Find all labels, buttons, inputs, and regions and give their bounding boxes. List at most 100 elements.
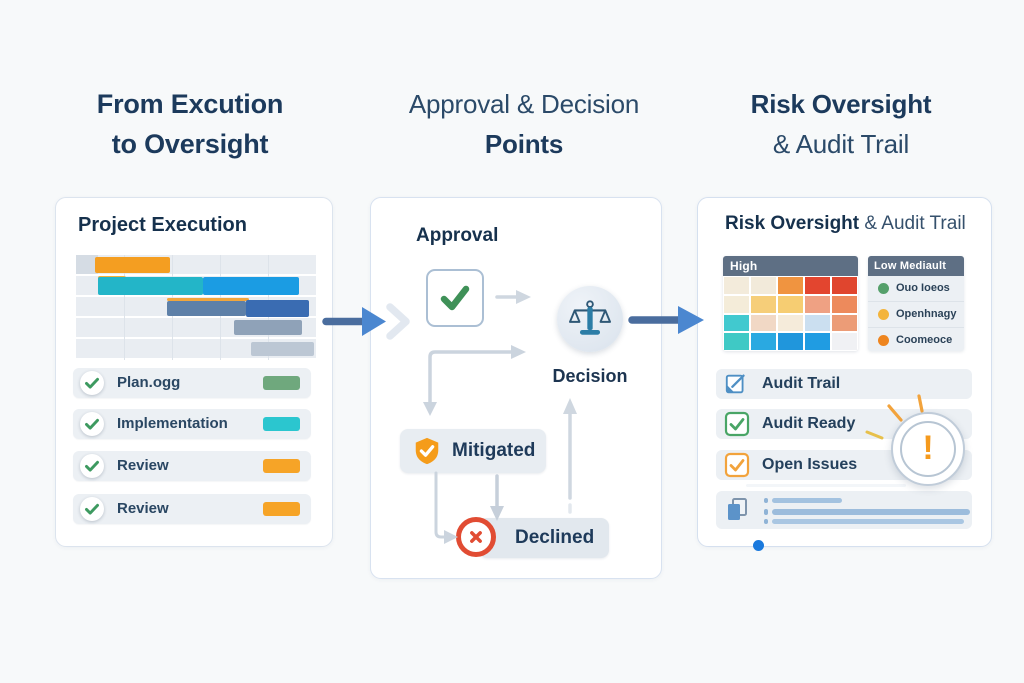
panel2-title: Approval (416, 225, 499, 246)
legend-dot (878, 283, 889, 294)
task-swatch (263, 376, 300, 390)
task-label: Implementation (117, 415, 228, 432)
heatmap-cell (805, 333, 830, 350)
heatmap-cell (778, 314, 803, 332)
check-circle-icon (80, 412, 104, 436)
heading-execution: From Excution to Oversight (55, 84, 325, 164)
check-circle-icon (80, 497, 104, 521)
shield-check-icon (412, 436, 442, 466)
audit-item-label: Audit Ready (762, 415, 856, 432)
legend-row: Openhnagy (868, 302, 964, 328)
gantt-bar (251, 341, 314, 356)
heatmap-cell (724, 314, 749, 332)
gantt-bar (97, 276, 204, 295)
document-pencil-icon (724, 371, 750, 397)
heatmap-cell (751, 277, 776, 294)
heading-line: Risk Oversight (750, 89, 932, 119)
panel-project-execution: Project Execution Plan.ogg Implementatio… (55, 197, 333, 547)
text-lines (764, 497, 970, 524)
legend-header: Low Mediault (868, 256, 964, 276)
gantt-bar (203, 276, 300, 295)
declined-label: Declined (515, 527, 595, 548)
panel3-title-bold: Risk Oversight (725, 213, 860, 234)
heatmap-cell (832, 314, 857, 332)
approval-checkbox-icon (426, 269, 484, 327)
task-label: Review (117, 500, 169, 517)
document-summary-row (716, 491, 972, 529)
decision-label: Decision (552, 366, 628, 386)
gantt-chart (76, 255, 316, 360)
legend-row: Coomeoce (868, 328, 964, 351)
heading-line: Approval & Decision (408, 89, 640, 119)
heatmap-cell (778, 277, 803, 294)
mitigated-label: Mitigated (452, 440, 536, 461)
heading-line: From Excution (96, 89, 284, 119)
orange-checkbox-icon (724, 452, 750, 478)
declined-x-icon (456, 517, 496, 557)
task-row: Review (73, 451, 311, 481)
task-row: Review (73, 494, 311, 524)
heatmap-cell (724, 277, 749, 294)
declined-chip: Declined (479, 518, 609, 558)
alert-rays-icon (865, 394, 924, 440)
gantt-bar (95, 256, 170, 273)
heading-line: Points (484, 129, 564, 159)
gantt-bar (167, 301, 247, 316)
heatmap-cell (805, 277, 830, 294)
task-row: Implementation (73, 409, 311, 439)
check-circle-icon (80, 371, 104, 395)
green-checkbox-icon (724, 411, 750, 437)
alert-exclamation-icon: ! (891, 412, 965, 486)
risk-heatmap-grid (723, 276, 858, 351)
task-swatch (263, 417, 300, 431)
timeline-dot (753, 540, 764, 551)
heading-risk: Risk Oversight & Audit Trail (709, 84, 973, 164)
alert-glyph: ! (922, 429, 934, 467)
legend-label: Ouo Ioeos (896, 282, 950, 294)
legend-row: Ouo Ioeos (868, 276, 964, 302)
audit-trail-row: Audit Trail (716, 369, 972, 399)
heatmap-cell (832, 277, 857, 294)
heatmap-cell (778, 295, 803, 313)
heading-approval: Approval & Decision Points (379, 84, 669, 164)
panel-risk-oversight: Risk Oversight & Audit Trail High Low Me… (697, 197, 992, 551)
audit-item-label: Audit Trail (762, 375, 841, 392)
heatmap-cell (751, 333, 776, 350)
task-row: Plan.ogg (73, 368, 311, 398)
heatmap-cell (751, 295, 776, 313)
risk-heatmap: High (723, 256, 858, 351)
heatmap-header: High (723, 256, 858, 276)
heatmap-cell (724, 333, 749, 350)
mitigated-chip: Mitigated (400, 429, 546, 473)
gantt-bar (246, 300, 309, 317)
heatmap-cell (805, 295, 830, 313)
task-swatch (263, 502, 300, 516)
task-swatch (263, 459, 300, 473)
check-circle-icon (80, 454, 104, 478)
task-label: Review (117, 457, 169, 474)
heatmap-cell (778, 333, 803, 350)
audit-item-label: Open Issues (762, 456, 858, 473)
risk-legend: Low Mediault Ouo Ioeos Openhnagy Coomeoc… (868, 256, 964, 351)
gantt-header-cell (76, 255, 98, 274)
decision-scales-icon (557, 286, 623, 352)
copy-pages-icon (724, 496, 752, 524)
gantt-bars (76, 255, 316, 360)
heatmap-cell (724, 295, 749, 313)
task-label: Plan.ogg (117, 374, 181, 391)
panel-approval: Approval Decision Mitigated (370, 197, 662, 579)
heading-line: to Oversight (111, 129, 269, 159)
alert-inner-ring: ! (900, 421, 956, 477)
heatmap-cell (832, 295, 857, 313)
heatmap-cell (805, 314, 830, 332)
legend-dot (878, 335, 889, 346)
legend-label: Coomeoce (896, 334, 953, 346)
panel3-title-rest: & Audit Trail (859, 213, 966, 234)
panel3-title: Risk Oversight & Audit Trail (725, 213, 966, 235)
legend-dot (878, 309, 889, 320)
legend-label: Openhnagy (896, 308, 957, 320)
gantt-bar (167, 298, 249, 301)
divider (746, 484, 906, 487)
gantt-bar (234, 320, 302, 335)
